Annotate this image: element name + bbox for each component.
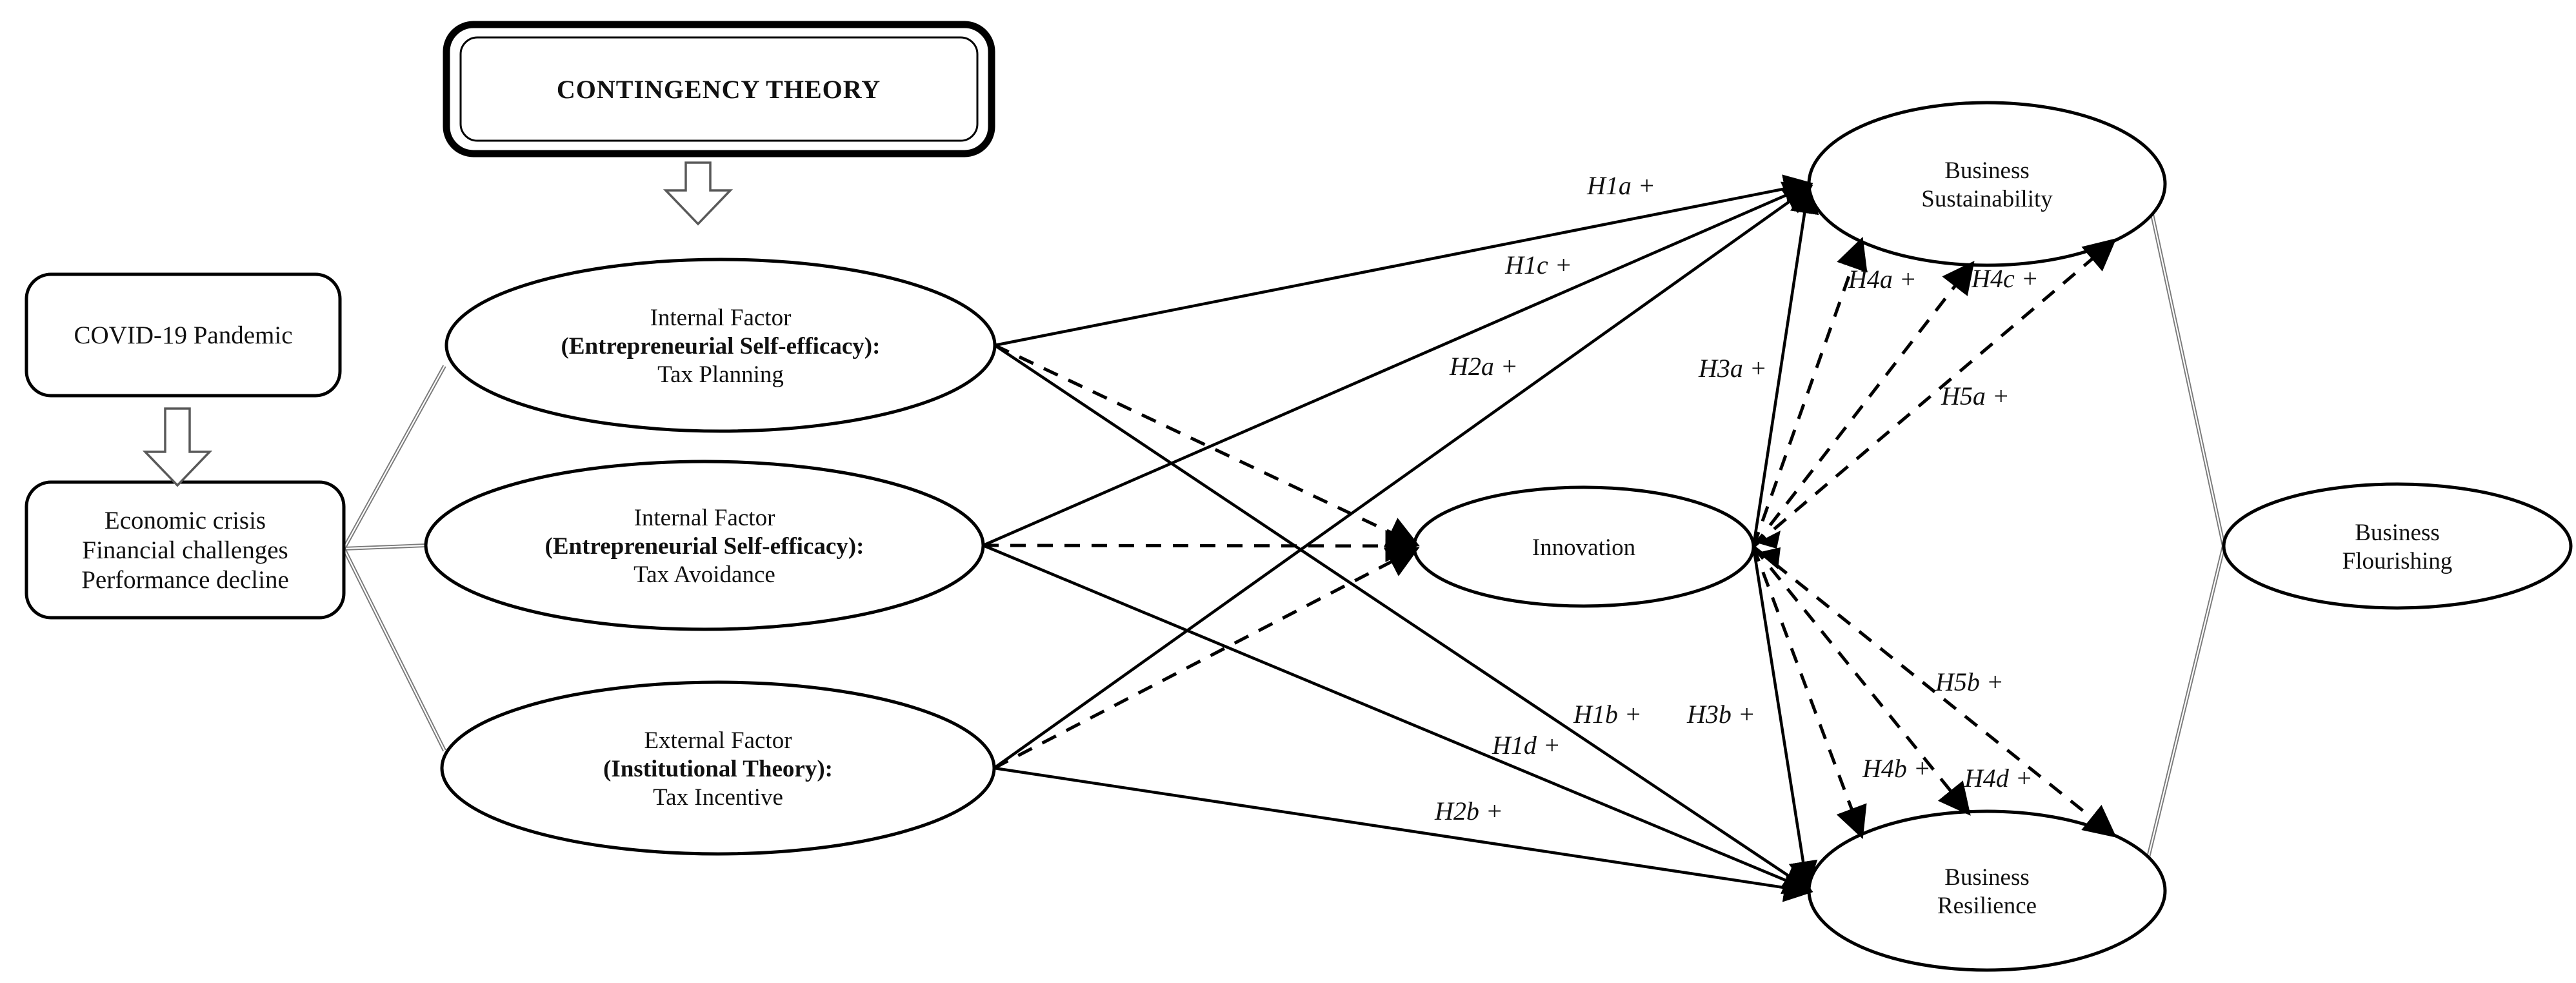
label-h1c: H1c + [1504,250,1572,279]
resilience-line-1: Business [1944,864,2030,891]
impact-box: Economic crisis Financial challenges Per… [25,480,346,620]
down-block-arrow-covid [142,407,213,487]
node-tax-planning: Internal Factor (Entrepreneurial Self-ef… [444,258,997,433]
tax-incentive-line-2: (Institutional Theory): [603,756,833,782]
node-tax-avoidance: Internal Factor (Entrepreneurial Self-ef… [424,460,985,631]
edge-h1a [994,174,1813,347]
solid-arrows [983,174,1819,902]
impact-line-2: Financial challenges [82,536,288,564]
covid-box: COVID-19 Pandemic [25,272,342,398]
tax-incentive-line-1: External Factor [644,727,792,754]
label-h4c: H4c + [1971,264,2039,293]
label-h2a: H2a + [1449,352,1518,381]
label-h1b: H1b + [1573,700,1642,729]
node-tax-incentive: External Factor (Institutional Theory): … [440,680,996,856]
label-h3b: H3b + [1686,700,1755,729]
tax-planning-line-3: Tax Planning [657,361,784,388]
edge-h1c [983,181,1813,547]
edge-taxplanning-innovation [993,343,1420,547]
tax-avoidance-line-1: Internal Factor [634,505,775,531]
tax-avoidance-line-3: Tax Avoidance [634,562,775,588]
contingency-theory-label: CONTINGENCY THEORY [557,75,881,104]
edge-h3b [1752,546,1818,891]
edge-h5a [1752,238,2117,548]
edge-h3a [1752,184,1819,547]
edge-h2b [993,766,1813,902]
node-business-flourishing: Business Flourishing [2222,482,2573,610]
label-h2b: H2b + [1434,796,1503,826]
hypothesis-labels: H1a + H1c + H2a + H3a + H4a + H4c + H5a … [1434,171,2039,826]
edge-h4b [1752,546,1867,840]
connector-impacts-to-factors [342,365,446,752]
edge-h1d [983,543,1813,895]
dashed-arrows [983,236,2117,840]
node-innovation: Innovation [1412,485,1755,608]
edge-h1b [993,344,1813,892]
edge-h4a [1752,236,1868,547]
contingency-theory-box: CONTINGENCY THEORY [443,21,995,157]
flourishing-line-1: Business [2355,520,2440,546]
resilience-line-2: Resilience [1937,893,2037,919]
edge-h5b [1752,545,2117,838]
covid-label: COVID-19 Pandemic [74,321,292,349]
label-h1d: H1d + [1492,731,1561,760]
label-h4b: H4b + [1862,754,1931,783]
sustainability-line-2: Sustainability [1921,186,2053,212]
tax-avoidance-line-2: (Entrepreneurial Self-efficacy): [545,533,864,560]
label-h5b: H5b + [1935,667,2004,696]
tax-planning-line-1: Internal Factor [650,305,792,331]
edge-taxincentive-innovation [993,547,1420,770]
tax-planning-line-2: (Entrepreneurial Self-efficacy): [561,333,881,360]
edge-h2a [993,185,1813,769]
label-h4a: H4a + [1848,265,1917,294]
edge-h4d [1752,545,1971,816]
edge-taxavoidance-innovation [983,529,1418,562]
innovation-tip-arrowheads [1757,531,1781,569]
label-h3a: H3a + [1698,354,1767,383]
connector-outcomes-to-flourishing [2146,214,2226,858]
node-business-sustainability: Business Sustainability [1807,101,2167,267]
label-h4d: H4d + [1964,764,2033,793]
tax-incentive-line-3: Tax Incentive [653,784,783,811]
flourishing-line-2: Flourishing [2342,548,2453,574]
edge-h4c [1752,261,1975,548]
label-h1a: H1a + [1586,171,1655,200]
impact-line-3: Performance decline [81,566,289,594]
innovation-label: Innovation [1532,534,1635,561]
down-block-arrow-contingency [663,161,734,226]
sustainability-line-1: Business [1944,157,2030,184]
node-business-resilience: Business Resilience [1807,809,2167,972]
label-h5a: H5a + [1941,381,2010,410]
impact-line-1: Economic crisis [105,507,266,534]
